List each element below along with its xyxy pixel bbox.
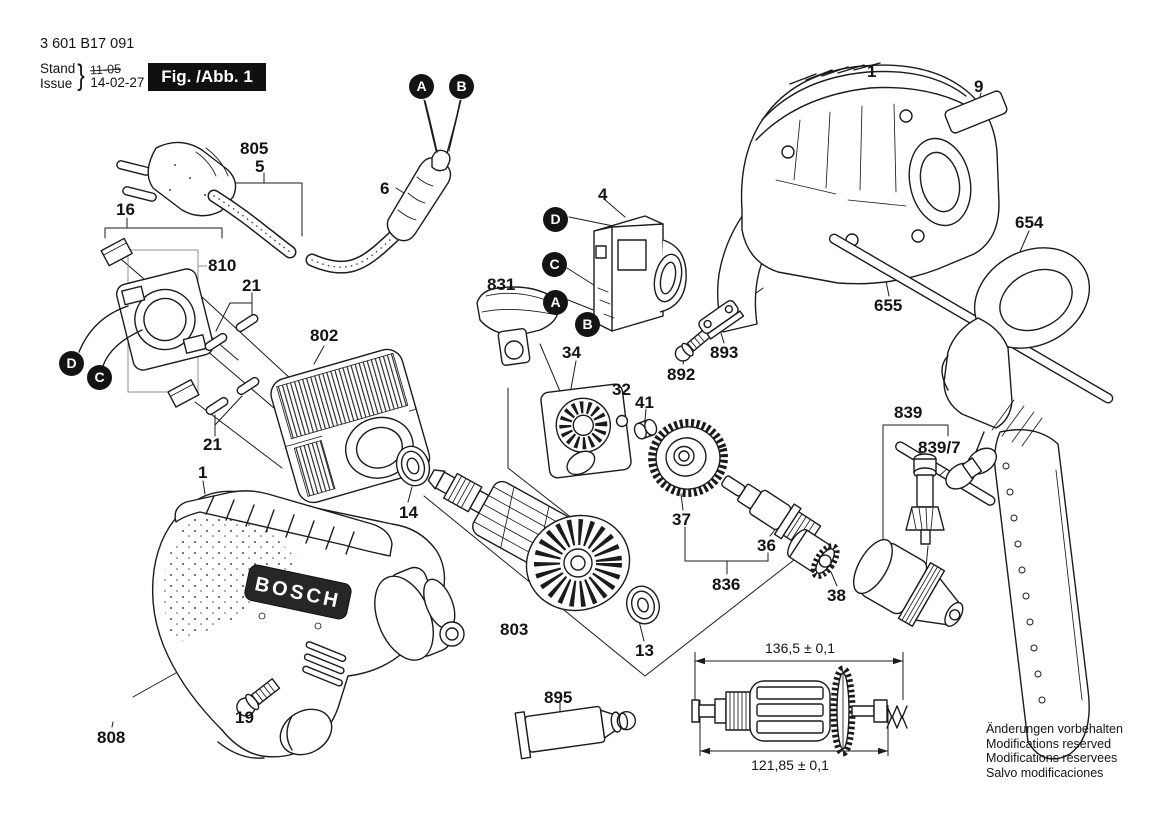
sleeve-41-drawing	[633, 418, 658, 440]
part-label-38: 38	[827, 586, 846, 605]
part-label-810: 810	[208, 256, 237, 275]
bearing-14-drawing	[395, 445, 431, 487]
drill-housing-drawing: BOSCH	[151, 490, 465, 759]
grease-tube-drawing	[514, 705, 637, 760]
ratchet-drawing	[787, 528, 840, 579]
part-label-803: 803	[500, 620, 529, 639]
modification-notes: Änderungen vorbehalten Modifications res…	[986, 722, 1123, 780]
part-label-16: 16	[116, 200, 135, 219]
part-label-32: 32	[612, 380, 631, 399]
switch-cover-drawing	[476, 286, 560, 366]
part-label-1-drill: 1	[198, 463, 208, 482]
issue-block: Stand Issue } 11-05 14-02-27	[40, 59, 144, 93]
note-de: Änderungen vorbehalten	[986, 722, 1123, 736]
brush-holder-drawing	[78, 237, 214, 408]
aux-handle-drawing	[941, 247, 1091, 760]
doc-number: 3 601 B17 091	[40, 36, 135, 52]
ball-32-drawing	[615, 414, 629, 428]
part-label-802: 802	[310, 326, 339, 345]
part-label-654: 654	[1015, 213, 1044, 232]
part-label-13: 13	[635, 641, 654, 660]
callout-b-cord: B	[449, 74, 474, 99]
stand-label: Stand	[40, 61, 76, 76]
dimension-overall: 136,5 ± 0,1	[765, 640, 835, 656]
leader-lines	[104, 80, 1030, 728]
note-en: Modifications reserved	[986, 736, 1112, 751]
part-label-34: 34	[562, 343, 581, 362]
label-sticker-9-drawing	[944, 90, 1008, 134]
part-label-21-upper: 21	[242, 276, 261, 295]
callout-c-brush: C	[87, 365, 112, 390]
part-label-839-7: 839/7	[918, 438, 961, 457]
chuck-key-drawing	[895, 441, 996, 545]
armature-drawing	[427, 469, 631, 612]
callout-a-cord: A	[409, 74, 434, 99]
brace-glyph: }	[77, 59, 86, 92]
dimension-drawing	[691, 652, 908, 757]
callout-d-brush: D	[59, 351, 84, 376]
screw-892-drawing	[674, 328, 712, 362]
part-label-4: 4	[598, 185, 608, 204]
part-label-808: 808	[97, 728, 126, 747]
bearing-13-drawing	[625, 585, 661, 625]
figure-label: Fig. /Abb. 1	[148, 63, 266, 91]
part-label-836: 836	[712, 575, 741, 594]
gear-drawing	[648, 418, 728, 498]
part-label-805: 805	[240, 139, 269, 158]
part-label-895: 895	[544, 688, 573, 707]
chuck-drawing	[852, 538, 964, 627]
part-label-37: 37	[672, 510, 691, 529]
cable-clamp-drawing	[698, 300, 745, 340]
depth-rod-drawing	[828, 233, 1114, 404]
part-label-839: 839	[894, 403, 923, 422]
part-label-14: 14	[399, 503, 418, 522]
part-label-5: 5	[255, 157, 265, 176]
part-label-892: 892	[667, 365, 696, 384]
bearing-plate-drawing	[540, 383, 632, 479]
part-label-1-housing: 1	[867, 62, 877, 81]
screw-19-drawing	[236, 678, 281, 717]
callout-c-switch: C	[542, 252, 567, 277]
part-label-21-lower: 21	[203, 435, 222, 454]
power-cord-drawing	[116, 141, 407, 274]
part-label-41: 41	[635, 393, 654, 412]
part-label-36: 36	[757, 536, 776, 555]
note-fr: Modifications reservees	[986, 751, 1118, 765]
pin-drawings	[204, 313, 260, 416]
callout-d-switch: D	[543, 207, 568, 232]
issue-label: Issue	[40, 76, 73, 91]
dimension-core: 121,85 ± 0,1	[751, 757, 829, 773]
part-label-893: 893	[710, 343, 739, 362]
superseded-date: 11-05	[89, 61, 122, 78]
part-label-6: 6	[380, 179, 390, 198]
callout-a-switch: A	[543, 290, 568, 315]
part-label-19: 19	[235, 708, 254, 727]
issue-date: 14-02-27	[90, 75, 145, 90]
part-label-655: 655	[874, 296, 903, 315]
cord-sleeve-drawing	[386, 100, 461, 242]
part-label-9: 9	[974, 77, 984, 96]
part-label-831: 831	[487, 275, 516, 294]
callout-b-switch: B	[575, 312, 600, 337]
note-es: Salvo modificaciones	[986, 765, 1104, 780]
motor-housing-drawing	[716, 62, 1000, 333]
switch-drawing	[593, 215, 687, 332]
